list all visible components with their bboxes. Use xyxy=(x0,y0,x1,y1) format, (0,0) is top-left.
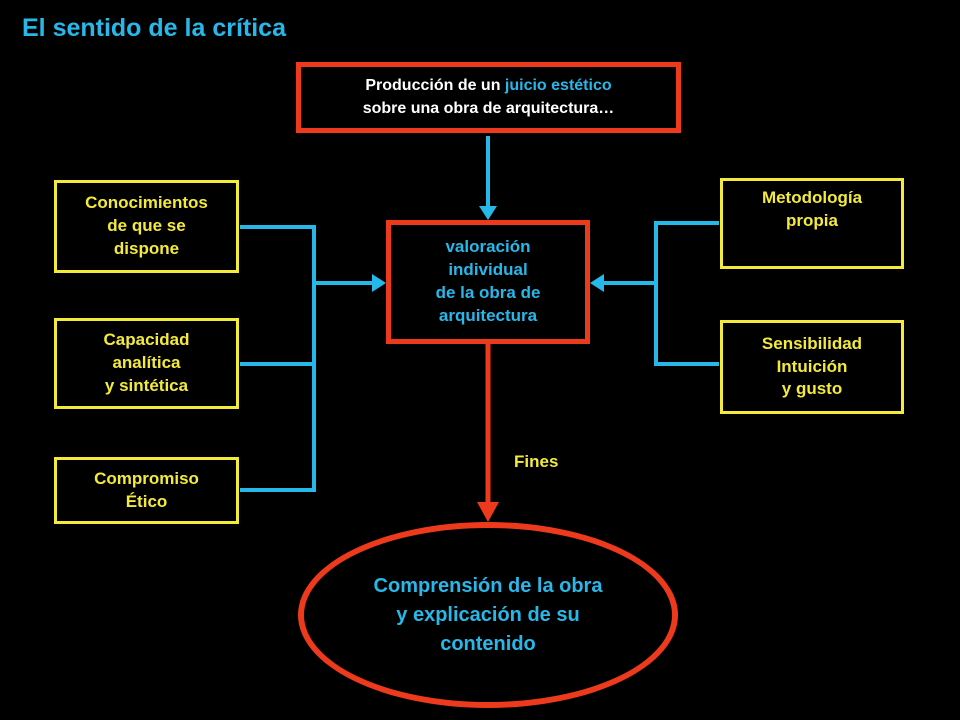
top-box-juicio: Producción de un juicio estético sobre u… xyxy=(296,62,681,133)
center-box-line: arquitectura xyxy=(438,305,538,325)
box-compromiso-line: Compromiso xyxy=(94,468,199,488)
result-line: Comprensión de la obra xyxy=(373,574,603,597)
center-box-line: de la obra de xyxy=(435,283,541,302)
box-conocimientos-line: Conocimientos xyxy=(85,193,208,213)
box-sensibilidad-line: y gusto xyxy=(781,379,843,399)
box-conocimientos-line: de que se xyxy=(107,216,186,236)
result-line: contenido xyxy=(440,632,536,655)
box-sensibilidad-line: Sensibilidad xyxy=(761,333,863,353)
box-metodologia-line: Metodología xyxy=(761,188,863,207)
center-box-line: individual xyxy=(448,260,528,280)
top-box-line-1: Producción de un juicio estético xyxy=(365,75,611,97)
box-capacidad: Capacidad analítica y sintética xyxy=(54,318,239,409)
arrowhead-center-to-result xyxy=(477,502,499,522)
box-compromiso-line: Ético xyxy=(125,491,168,511)
top-box-line-2: sobre una obra de arquitectura… xyxy=(362,99,615,117)
box-sensibilidad-line: Intuición xyxy=(776,356,848,376)
box-conocimientos: Conocimientos de que se dispone xyxy=(54,180,239,273)
arrowhead-right-to-center xyxy=(590,274,604,292)
box-capacidad-line: Capacidad xyxy=(103,330,190,350)
result-ellipse: Comprensión de la obra y explicación de … xyxy=(298,522,678,708)
center-box-valoracion: valoración individual de la obra de arqu… xyxy=(386,220,590,344)
top-box-text: Producción de un xyxy=(365,77,505,95)
top-box-highlight: juicio estético xyxy=(504,77,612,95)
connector-metodologia xyxy=(654,221,719,366)
fines-label: Fines xyxy=(514,452,559,471)
connector-conocimientos xyxy=(240,225,316,283)
box-capacidad-line: y sintética xyxy=(104,375,189,395)
box-sensibilidad: Sensibilidad Intuición y gusto xyxy=(720,320,904,414)
result-line: y explicación de su xyxy=(396,603,580,626)
box-conocimientos-line: dispone xyxy=(113,238,180,258)
box-compromiso: Compromiso Ético xyxy=(54,457,239,524)
page-title: El sentido de la crítica xyxy=(22,14,286,42)
box-metodologia: Metodología propia xyxy=(720,178,904,269)
arrowhead-top-to-center xyxy=(479,206,497,220)
connector-compromiso xyxy=(240,283,316,492)
box-capacidad-line: analítica xyxy=(112,353,181,373)
center-box-line: valoración xyxy=(445,237,531,257)
arrowhead-left-to-center xyxy=(372,274,386,292)
box-metodologia-line: propia xyxy=(786,210,838,230)
